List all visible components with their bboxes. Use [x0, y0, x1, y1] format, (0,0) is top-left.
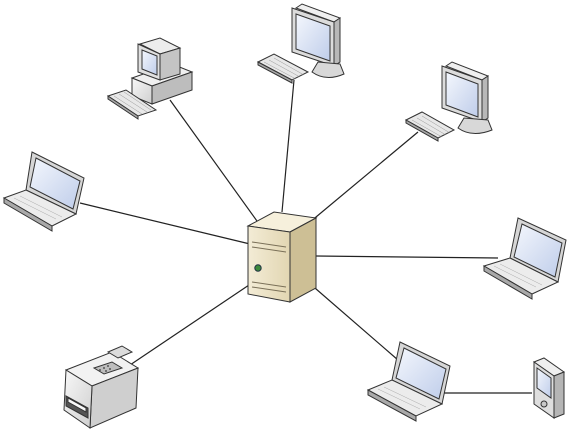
- connection-lines: [79, 79, 532, 394]
- laptop-icon: [2, 151, 85, 232]
- laptop-icon: [366, 341, 451, 422]
- link-desktop-crt: [169, 99, 263, 229]
- pda-handheld-icon: [532, 357, 566, 419]
- flat-monitor-icon: [256, 3, 345, 84]
- server-tower-icon: [246, 211, 318, 303]
- link-desktop-lcd-right: [309, 131, 419, 223]
- link-laptop-left: [79, 202, 251, 245]
- link-desktop-lcd-top: [281, 79, 295, 213]
- printer-icon: [63, 345, 140, 429]
- link-printer: [129, 282, 253, 366]
- desktop-computer-icon: [106, 37, 194, 120]
- link-laptop-right: [315, 255, 499, 259]
- link-laptop-bottom-right: [307, 281, 399, 361]
- laptop-icon: [482, 217, 567, 300]
- flat-monitor-icon: [404, 61, 493, 142]
